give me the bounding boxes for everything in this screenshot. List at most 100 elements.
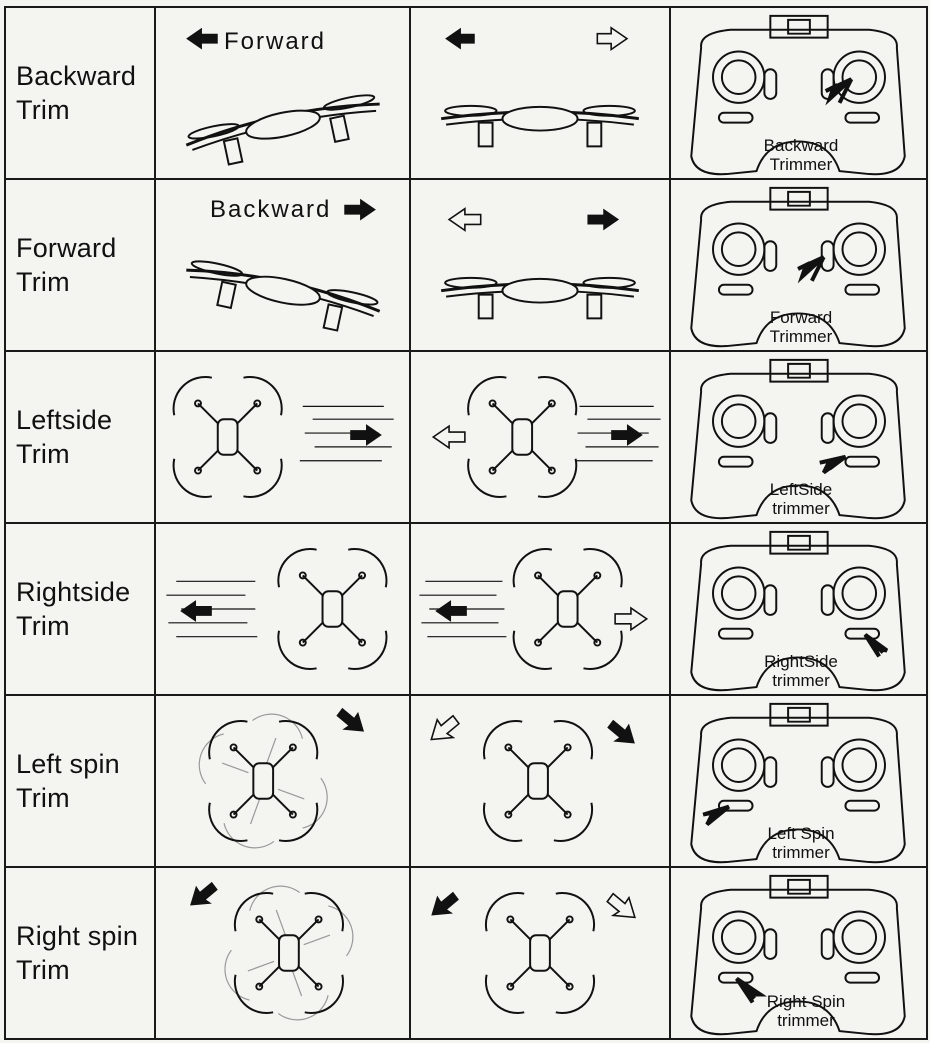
top-view-drone [208,720,319,842]
top-view-drone [485,892,595,1014]
row-label: Rightside Trim [16,577,131,641]
controller-panel: Forward Trimmer [669,178,928,352]
table-row: Backward Trim Forward [4,6,928,180]
trimmer-caption: Right Spin trimmer [766,992,846,1030]
controller-drawing [690,186,906,348]
outline-arrow-icon [614,606,649,632]
direction-label: Forward [224,28,327,55]
row-label: Right spin Trim [16,921,139,985]
table-row: Leftside Trim [4,350,928,524]
controller-drawing [690,14,906,176]
pointer-arrow-icon [735,977,767,1004]
row-label-cell: Backward Trim [4,6,156,180]
correction-panel [409,350,671,524]
controller-drawing [690,358,906,520]
row-label-cell: Left spin Trim [4,694,156,868]
controller-illustration [690,358,906,520]
direction-label: Backward [210,196,332,223]
top-view-drone [483,720,594,842]
drift-panel [154,350,411,524]
solid-arrow-icon [336,707,365,732]
drift-illustration [166,548,388,670]
controller-panel: LeftSide trimmer [669,350,928,524]
row-label: Forward Trim [16,233,117,297]
trimmer-caption: Forward Trimmer [769,308,833,346]
drift-illustration [185,27,380,166]
controller-illustration [690,874,906,1036]
table-row: Forward Trim Backward [4,178,928,352]
row-label-cell: Leftside Trim [4,350,156,524]
trimmer-caption: Left Spin trimmer [767,824,835,862]
trimmer-caption: RightSide trimmer [764,652,838,690]
drift-panel [154,522,411,696]
controller-illustration [690,530,906,692]
correction-panel [409,6,671,180]
ghost-drone [198,713,328,849]
solid-arrow-icon [611,424,643,446]
top-view-drone [467,376,578,498]
drift-panel: Forward [154,6,411,180]
solid-arrow-icon [180,600,212,622]
solid-arrow-icon [431,891,459,916]
correction-illustration [431,376,661,498]
drift-panel [154,694,411,868]
controller-panel: Right Spin trimmer [669,866,928,1040]
outline-arrow-icon [430,714,461,741]
top-view-drone [512,548,623,670]
drift-illustration [198,707,365,849]
controller-drawing [690,702,906,864]
pointer-arrow-icon [819,454,847,475]
top-view-drone [172,376,283,498]
correction-panel [409,866,671,1040]
drift-illustration [172,376,394,498]
solid-arrow-icon [344,198,376,221]
side-view-drone [440,104,640,148]
outline-arrow-icon [431,424,466,450]
correction-illustration [440,207,640,320]
ghost-drone [224,885,354,1021]
correction-illustration [431,891,636,1014]
pointer-arrow-icon [824,77,854,106]
controller-illustration [690,702,906,864]
solid-arrow-icon [435,600,467,622]
trim-table: Backward Trim Forward [4,6,928,1040]
side-view-drone [440,276,640,320]
correction-panel [409,522,671,696]
top-view-drone [277,548,388,670]
drift-panel [154,866,411,1040]
correction-illustration [430,714,635,842]
row-label: Left spin Trim [16,749,120,813]
outline-arrow-icon [447,207,482,232]
solid-arrow-icon [190,881,218,906]
solid-arrow-icon [350,424,382,446]
controller-panel: Left Spin trimmer [669,694,928,868]
row-label-cell: Rightside Trim [4,522,156,696]
solid-arrow-icon [587,208,620,231]
table-row: Right spin Trim [4,866,928,1040]
correction-panel [409,178,671,352]
row-label: Backward Trim [16,61,137,125]
table-row: Rightside Trim [4,522,928,696]
correction-illustration [440,26,640,148]
controller-drawing [690,874,906,1036]
table-row: Left spin Trim [4,694,928,868]
side-view-drone [186,260,381,332]
row-label-cell: Right spin Trim [4,866,156,1040]
correction-panel [409,694,671,868]
side-view-drone [185,94,380,166]
solid-arrow-icon [607,719,635,744]
top-view-drone [233,892,344,1014]
correction-illustration [419,548,649,670]
pointer-arrow-icon [702,804,731,827]
row-label-cell: Forward Trim [4,178,156,352]
motion-lines [166,580,258,638]
trimmer-caption: LeftSide trimmer [769,480,833,518]
pointer-arrow-icon [797,255,826,284]
solid-arrow-icon [445,27,475,50]
controller-illustration [690,186,906,348]
outline-arrow-icon [596,26,629,52]
controller-panel: Backward Trimmer [669,6,928,180]
row-label: Leftside Trim [16,405,113,469]
solid-arrow-icon [186,27,218,50]
